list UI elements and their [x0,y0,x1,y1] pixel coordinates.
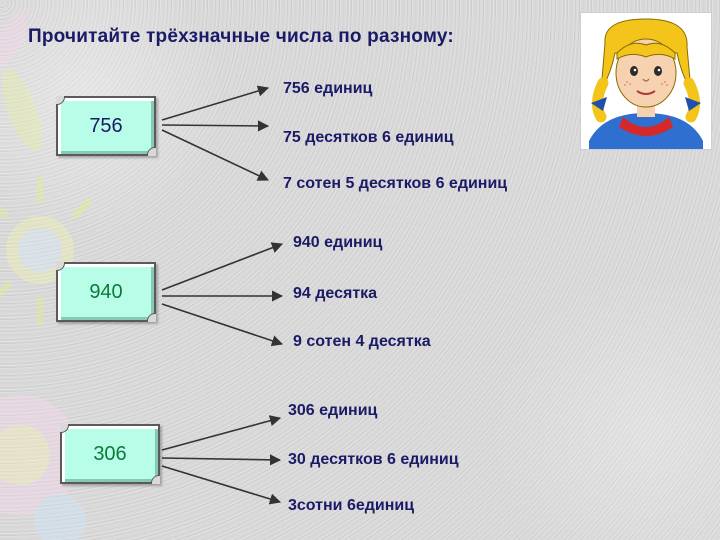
arrow-3-3 [161,465,282,505]
arrows-group-2 [161,242,284,347]
number-box-306: 306 [60,424,160,484]
variant-756-tens-units: 75 десятков 6 единиц [283,129,454,146]
number-306: 306 [93,442,127,465]
arrow-3-1 [161,415,282,451]
arrow-1-2 [161,120,270,132]
page-title: Прочитайте трёхзначные числа по разному: [28,26,454,47]
number-940: 940 [89,280,123,303]
arrow-3-2 [161,454,282,466]
arrow-1-1 [161,85,270,121]
number-756: 756 [89,114,123,137]
variant-940-units: 940 единиц [293,234,383,251]
variant-940-hundreds-tens: 9 сотен 4 десятка [293,333,431,350]
variant-756-units: 756 единиц [283,80,373,97]
variant-306-units: 306 единиц [288,402,378,419]
decorative-leaf-icon [0,12,42,152]
variant-306-hundreds-units: 3сотни 6единиц [288,497,415,514]
arrow-2-3 [161,303,284,347]
girl-portrait [580,12,712,150]
number-box-940: 940 [56,262,156,322]
arrows-group-3 [161,415,282,505]
variant-756-hundreds-tens-units: 7 сотен 5 десятков 6 единиц [283,175,508,192]
decorative-flower-icon [0,395,86,540]
arrow-2-1 [161,242,284,291]
variant-306-tens-units: 30 десятков 6 единиц [288,451,459,468]
arrows-group-1 [161,85,270,181]
number-box-756: 756 [56,96,156,156]
variant-940-tens: 94 десятка [293,285,378,302]
decorative-sun-icon [0,176,92,326]
arrow-1-3 [161,129,270,181]
girl-portrait-icon [589,18,703,149]
